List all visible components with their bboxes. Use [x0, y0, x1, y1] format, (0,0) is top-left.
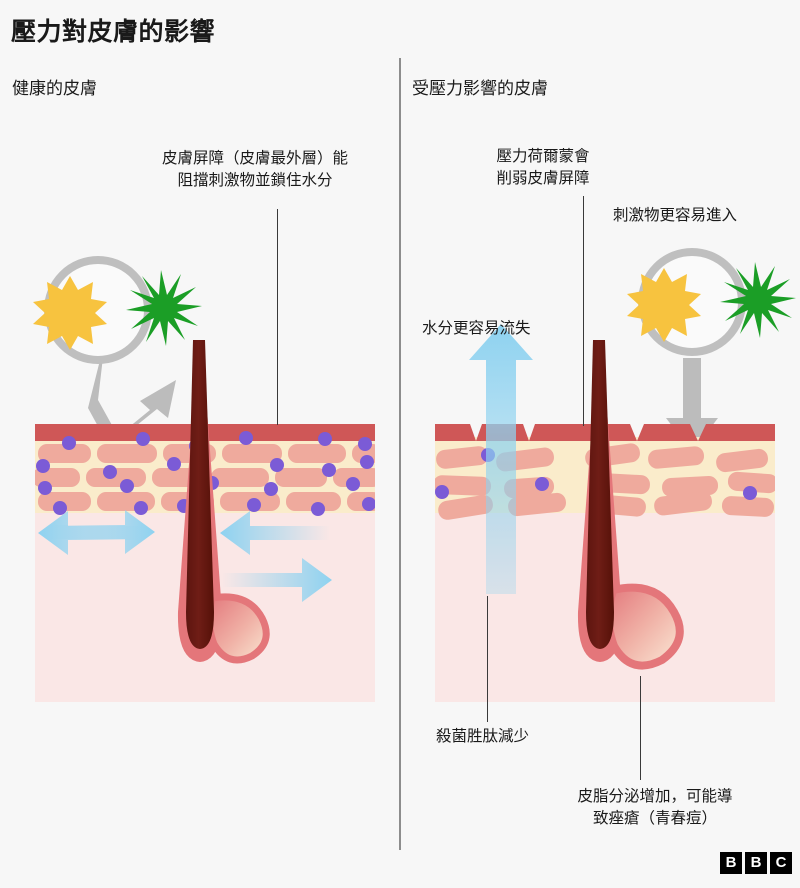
panel-heading-stressed: 受壓力影響的皮膚 [412, 79, 548, 98]
leader-line-stress-hormone [583, 196, 585, 426]
sebaceous-gland-icon [205, 593, 270, 664]
annotation-sebum: 皮脂分泌增加，可能導 致痤瘡（青春痘） [577, 788, 733, 827]
annotation-stress-hormone: 壓力荷爾蒙會 削弱皮膚屏障 [496, 148, 590, 187]
hair-follicle-icon [577, 340, 684, 670]
healthy-skin-diagram [33, 256, 375, 702]
moisture-retained-arrow-icon [38, 510, 332, 602]
bbc-logo-letter-3: C [770, 852, 792, 874]
annotation-irritants-enter: 刺激物更容易進入 [613, 207, 738, 224]
annotation-skin-barrier: 皮膚屏障（皮膚最外層）能 阻擋刺激物並鎖住水分 [161, 150, 348, 189]
sebaceous-gland-icon [604, 583, 684, 670]
irritant-star-green-icon [720, 262, 796, 338]
bbc-logo: B B C [720, 852, 792, 874]
bbc-logo-letter-1: B [720, 852, 742, 874]
magnifier-right-group [627, 248, 796, 452]
annotation-moisture-loss: 水分更容易流失 [422, 320, 531, 337]
leader-line-sebum [640, 676, 642, 780]
moisture-loss-arrow-icon [469, 324, 533, 594]
leader-line-antimicrobial-peptides [487, 596, 489, 722]
magnifier-left-group [33, 256, 202, 452]
hair-follicle-icon [177, 340, 270, 664]
irritant-star-green-icon [126, 270, 202, 346]
stressed-skin-diagram [435, 248, 796, 702]
skin-cells-group [435, 443, 775, 520]
panel-heading-healthy: 健康的皮膚 [12, 79, 97, 98]
panel-divider [399, 58, 401, 850]
irritant-star-yellow-icon [33, 276, 107, 350]
irritant-star-yellow-icon [627, 268, 701, 342]
bbc-logo-letter-2: B [745, 852, 767, 874]
annotation-antimicrobial-peptides: 殺菌胜肽減少 [436, 728, 530, 745]
page-title: 壓力對皮膚的影響 [11, 18, 216, 46]
leader-line-skin-barrier [277, 209, 279, 425]
